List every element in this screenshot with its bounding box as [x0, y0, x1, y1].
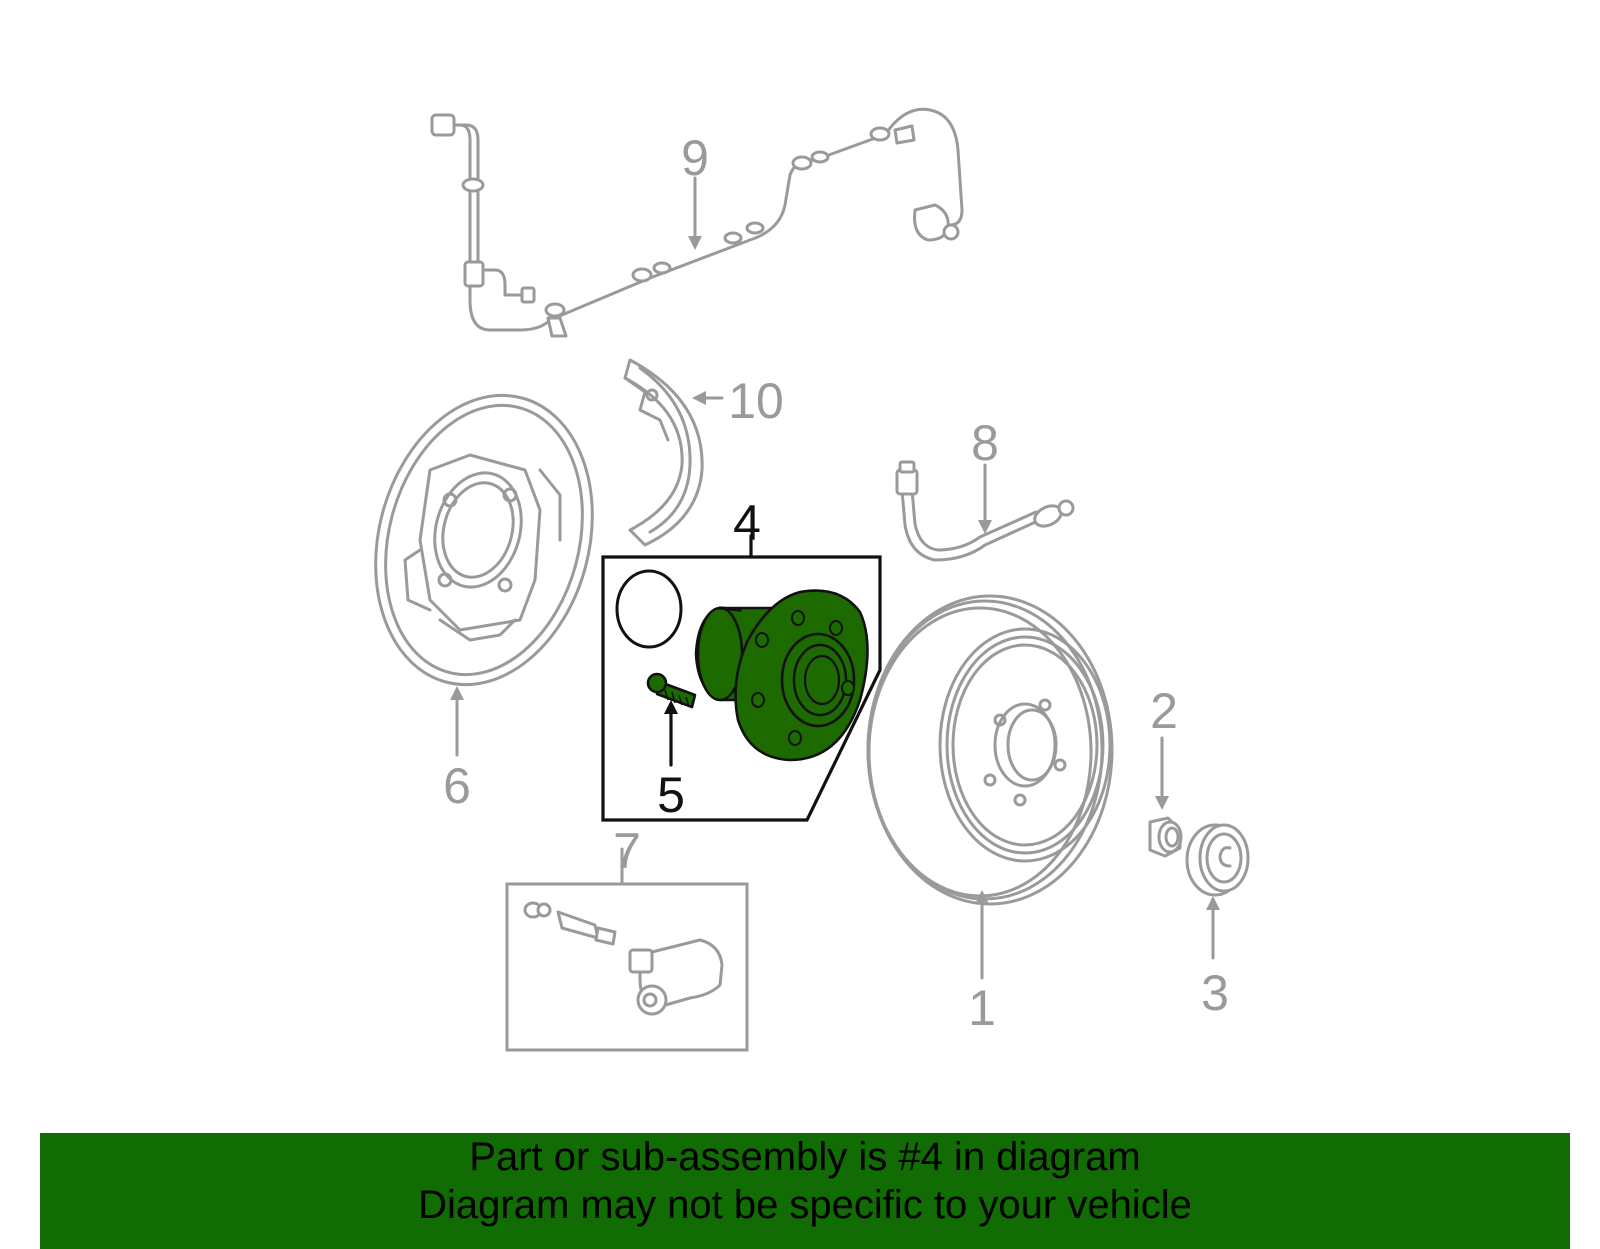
callout-4: 4 [733, 495, 761, 551]
callout-5: 5 [657, 767, 685, 823]
part-6-backing-plate[interactable] [345, 371, 624, 709]
part-7-wheel-cylinder-box[interactable] [505, 847, 749, 1052]
info-banner: Part or sub-assembly is #4 in diagram Di… [40, 1133, 1570, 1249]
part-8-brake-hose[interactable] [895, 460, 1075, 562]
callout-6: 6 [443, 758, 471, 814]
part-3-dust-cap[interactable] [1185, 823, 1250, 897]
callout-2: 2 [1150, 683, 1178, 739]
callout-10: 10 [728, 373, 784, 429]
callout-9: 9 [681, 130, 709, 186]
part-10-brake-shoe[interactable] [623, 358, 704, 547]
callout-3: 3 [1201, 965, 1229, 1021]
banner-line-1: Part or sub-assembly is #4 in diagram [469, 1135, 1141, 1179]
callout-7: 7 [613, 823, 641, 879]
part-9-abs-sensor-harness[interactable] [430, 107, 964, 338]
callout-numbers: 9 10 6 8 7 1 2 3 4 5 [443, 130, 1229, 1036]
part-1-brake-drum[interactable] [866, 594, 1114, 906]
callout-1: 1 [968, 980, 996, 1036]
callout-8: 8 [971, 415, 999, 471]
part-4-hub-assembly-box[interactable] [601, 534, 882, 822]
part-2-hub-nut[interactable] [1148, 816, 1183, 858]
leader-lines [450, 176, 1220, 980]
banner-line-2: Diagram may not be specific to your vehi… [418, 1183, 1192, 1227]
